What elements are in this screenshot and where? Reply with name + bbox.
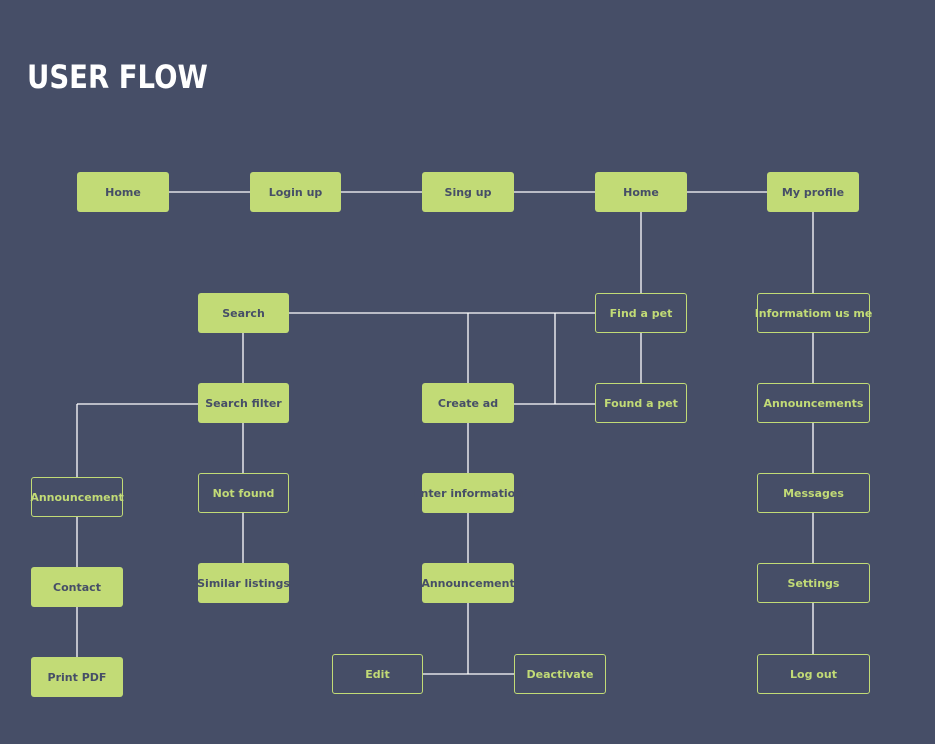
- node-announcement-left[interactable]: Announcement: [30, 477, 124, 517]
- node-home-2[interactable]: Home: [595, 172, 687, 212]
- node-not-found[interactable]: Not found: [198, 473, 289, 513]
- node-enter-information[interactable]: Enter information: [413, 473, 523, 513]
- node-log-out[interactable]: Log out: [757, 654, 870, 694]
- node-find-a-pet[interactable]: Find a pet: [595, 293, 687, 333]
- node-found-a-pet[interactable]: Found a pet: [595, 383, 687, 423]
- node-search[interactable]: Search: [198, 293, 289, 333]
- node-settings[interactable]: Settings: [757, 563, 870, 603]
- node-create-ad[interactable]: Create ad: [422, 383, 514, 423]
- node-announcements[interactable]: Announcements: [757, 383, 870, 423]
- node-messages[interactable]: Messages: [757, 473, 870, 513]
- node-print-pdf[interactable]: Print PDF: [31, 657, 123, 697]
- node-my-profile[interactable]: My profile: [767, 172, 859, 212]
- node-home[interactable]: Home: [77, 172, 169, 212]
- node-sign-up[interactable]: Sing up: [422, 172, 514, 212]
- node-login-up[interactable]: Login up: [250, 172, 341, 212]
- node-contact[interactable]: Contact: [31, 567, 123, 607]
- node-information-us-me[interactable]: Informatiom us me: [755, 293, 872, 333]
- page-title: USER FLOW: [27, 58, 208, 96]
- node-announcement-mid[interactable]: Announcement: [421, 563, 515, 603]
- node-similar-listings[interactable]: Similar listings: [197, 563, 290, 603]
- node-search-filter[interactable]: Search filter: [198, 383, 289, 423]
- node-edit[interactable]: Edit: [332, 654, 423, 694]
- node-deactivate[interactable]: Deactivate: [514, 654, 606, 694]
